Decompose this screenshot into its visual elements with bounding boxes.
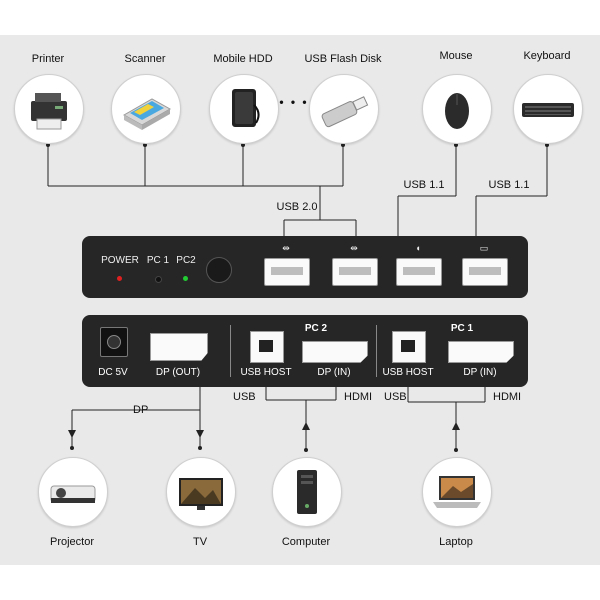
printer-icon bbox=[14, 74, 84, 144]
mobile-hdd-icon bbox=[209, 74, 279, 144]
usb-port-2 bbox=[332, 258, 378, 286]
pc1-dp-port bbox=[448, 341, 514, 363]
ellipsis-dots: • • • bbox=[279, 95, 309, 109]
switch-button[interactable] bbox=[206, 257, 232, 283]
projector-icon bbox=[38, 457, 108, 527]
mouse-label: Mouse bbox=[439, 50, 473, 62]
usb-port-1 bbox=[264, 258, 310, 286]
keyboard-port bbox=[462, 258, 508, 286]
usb-flash-disk-icon bbox=[309, 74, 379, 144]
projector-label: Projector bbox=[49, 536, 95, 548]
usb-port-2-icon: ⇹ bbox=[350, 243, 358, 253]
dc-jack bbox=[100, 327, 128, 357]
computer-label: Computer bbox=[281, 536, 331, 548]
pc2-title: PC 2 bbox=[304, 323, 328, 334]
printer-label: Printer bbox=[31, 53, 65, 65]
pc2-dp-port bbox=[302, 341, 368, 363]
hdmi-pc2-connection-label: HDMI bbox=[344, 391, 373, 403]
keyboard-port-icon: ▭ bbox=[479, 243, 489, 253]
dp-out-port bbox=[150, 333, 208, 361]
usb-flash-disk-label: USB Flash Disk bbox=[304, 53, 382, 65]
pc1-usb-label: USB HOST bbox=[382, 367, 434, 378]
front-panel: POWER PC 1 PC2 ⇹ ⇹ ◖ ▭ bbox=[82, 236, 528, 298]
keyboard-icon bbox=[513, 74, 583, 144]
hdmi-pc1-connection-label: HDMI bbox=[493, 391, 522, 403]
pc1-led bbox=[155, 276, 162, 283]
keyboard-label: Keyboard bbox=[523, 50, 571, 62]
laptop-label: Laptop bbox=[439, 536, 473, 548]
usb11-keyboard-label: USB 1.1 bbox=[488, 179, 530, 191]
usb-pc1-connection-label: USB bbox=[384, 391, 407, 403]
pc2-dp-label: DP (IN) bbox=[317, 367, 351, 378]
tv-icon bbox=[166, 457, 236, 527]
mouse-port bbox=[396, 258, 442, 286]
pc2-usb-label: USB HOST bbox=[240, 367, 292, 378]
mouse-icon bbox=[422, 74, 492, 144]
computer-icon bbox=[272, 457, 342, 527]
power-label: POWER bbox=[101, 255, 139, 266]
tv-label: TV bbox=[192, 536, 208, 548]
pc2-usb-b-port bbox=[250, 331, 284, 363]
back-panel: DC 5V DP (OUT) PC 2 USB HOST DP (IN) PC … bbox=[82, 315, 528, 387]
divider-1 bbox=[230, 325, 231, 377]
mobile-hdd-label: Mobile HDD bbox=[213, 53, 273, 65]
mouse-port-icon: ◖ bbox=[415, 243, 421, 253]
dp-connection-label: DP bbox=[133, 404, 149, 416]
pc1-usb-b-port bbox=[392, 331, 426, 363]
pc1-dp-label: DP (IN) bbox=[463, 367, 497, 378]
laptop-icon bbox=[422, 457, 492, 527]
pc2-led bbox=[183, 276, 188, 281]
usb-port-1-icon: ⇹ bbox=[282, 243, 290, 253]
usb-pc2-connection-label: USB bbox=[233, 391, 256, 403]
divider-2 bbox=[376, 325, 377, 377]
power-led bbox=[117, 276, 122, 281]
pc1-label: PC 1 bbox=[146, 255, 170, 266]
pc1-title: PC 1 bbox=[450, 323, 474, 334]
scanner-icon bbox=[111, 74, 181, 144]
pc2-label: PC2 bbox=[176, 255, 196, 266]
usb20-label: USB 2.0 bbox=[276, 201, 318, 213]
scanner-label: Scanner bbox=[124, 53, 166, 65]
dc-label: DC 5V bbox=[98, 367, 128, 378]
dp-out-label: DP (OUT) bbox=[155, 367, 201, 378]
usb11-mouse-label: USB 1.1 bbox=[403, 179, 445, 191]
